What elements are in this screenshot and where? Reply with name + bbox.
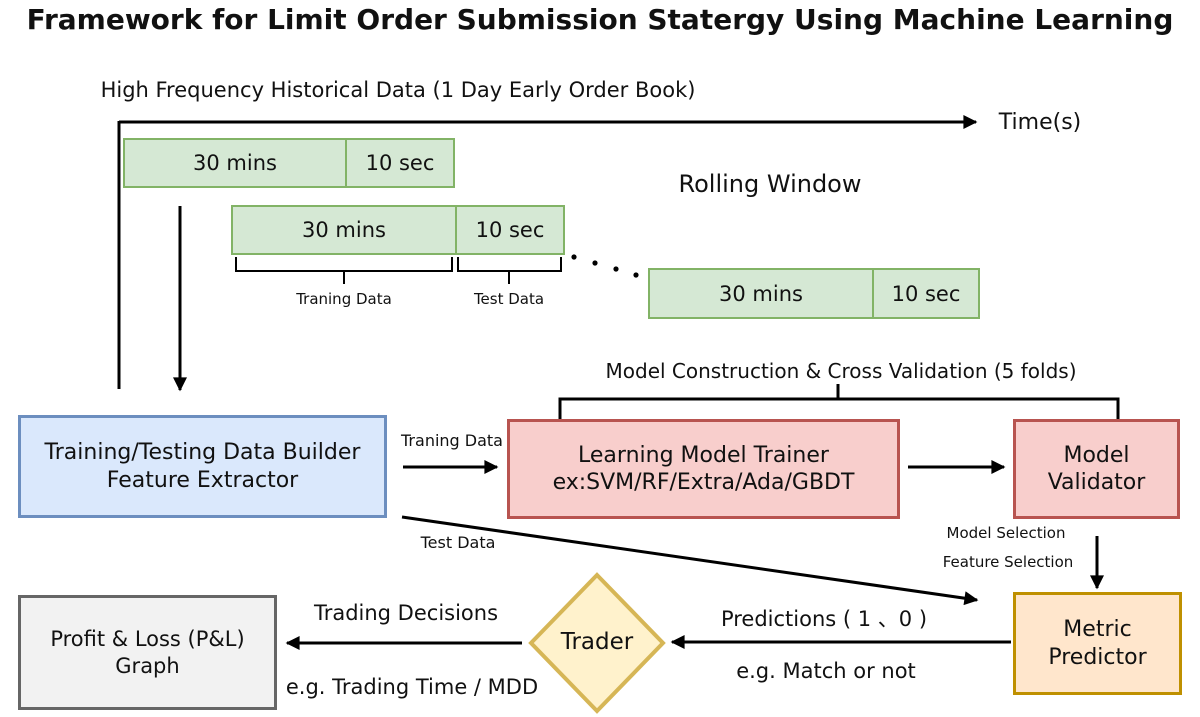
predictions-label: Predictions ( 1 、0 ): [720, 607, 928, 631]
rolling-window-heading: Rolling Window: [678, 170, 862, 198]
model-validator-node: Model Validator: [1013, 419, 1180, 519]
traning-data-edge-label: Traning Data: [401, 431, 503, 450]
rolling-window-2: 30 mins 10 sec: [231, 205, 565, 255]
test-cell: 10 sec: [475, 218, 545, 242]
metric-predictor-node: Metric Predictor: [1013, 592, 1182, 695]
rolling-dots: [571, 254, 639, 278]
test-bracket-label: Test Data: [473, 290, 545, 308]
test-cell: 10 sec: [891, 281, 961, 306]
model-trainer-line2: ex:SVM/RF/Extra/Ada/GBDT: [552, 470, 855, 495]
metric-predictor-line1: Metric: [1063, 617, 1132, 642]
rolling-window-3: 30 mins 10 sec: [648, 268, 980, 319]
trader-node-label: Trader: [560, 629, 634, 655]
model-validator-line1: Model: [1063, 442, 1130, 468]
rolling-window-1: 30 mins 10 sec: [123, 138, 455, 188]
feature-selection-label: Feature Selection: [942, 553, 1074, 571]
model-trainer-node: Learning Model Trainer ex:SVM/RF/Extra/A…: [507, 419, 900, 519]
train-cell: 30 mins: [650, 270, 874, 317]
data-builder-node: Training/Testing Data Builder Feature Ex…: [18, 415, 387, 518]
model-trainer-line1: Learning Model Trainer: [578, 442, 829, 468]
test-cell: 10 sec: [365, 151, 435, 175]
match-or-not-label: e.g. Match or not: [736, 659, 916, 683]
test-bracket: [457, 257, 562, 284]
cross-validation-bracket: [558, 384, 1120, 420]
builder-to-metric-arrow: [401, 515, 979, 606]
pnl-graph-node: Profit & Loss (P&L) Graph: [18, 595, 277, 710]
test-data-edge-label: Test Data: [420, 533, 496, 552]
data-builder-line2: Feature Extractor: [106, 467, 299, 493]
train-bracket-label: Traning Data: [296, 290, 392, 308]
trading-time-mdd-label: e.g. Trading Time / MDD: [285, 675, 539, 699]
model-selection-label: Model Selection: [946, 524, 1066, 542]
pnl-line1: Profit & Loss (P&L): [50, 627, 245, 652]
diagram-title: Framework for Limit Order Submission Sta…: [26, 3, 1174, 36]
train-cell: 30 mins: [233, 207, 457, 253]
metric-predictor-line2: Predictor: [1048, 644, 1147, 670]
trading-decisions-label: Trading Decisions: [313, 601, 499, 625]
train-bracket: [235, 257, 453, 284]
pnl-line2: Graph: [115, 653, 180, 678]
model-validator-line2: Validator: [1047, 470, 1146, 495]
high-frequency-data-label: High Frequency Historical Data (1 Day Ea…: [100, 78, 696, 102]
model-construction-label: Model Construction & Cross Validation (5…: [605, 359, 1077, 383]
train-cell: 30 mins: [125, 140, 347, 186]
time-axis-label: Time(s): [998, 110, 1082, 135]
data-builder-line1: Training/Testing Data Builder: [44, 440, 361, 465]
